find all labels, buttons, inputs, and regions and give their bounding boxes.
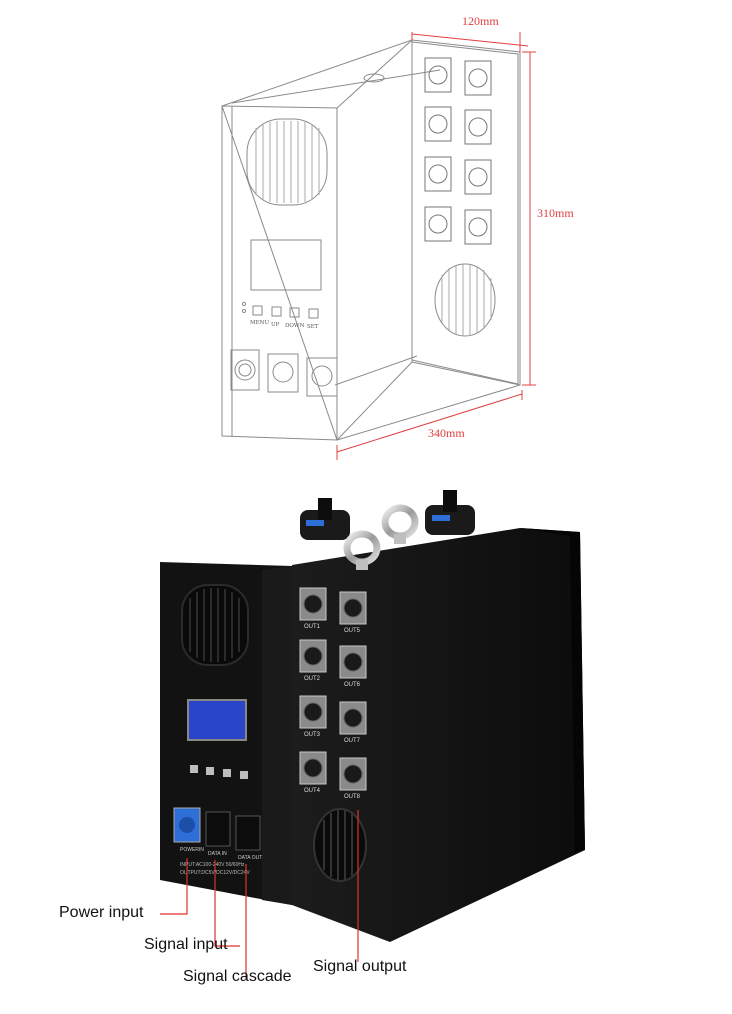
data-in-label: DATA IN bbox=[208, 851, 227, 857]
front-fan-grill bbox=[181, 584, 249, 666]
drawing-side-panel bbox=[411, 41, 519, 385]
drawing-lcd bbox=[250, 239, 322, 291]
xlr-output-label: OUT2 bbox=[304, 676, 321, 682]
drawing-xlr-connector bbox=[424, 206, 452, 242]
lcd-screen bbox=[187, 699, 247, 741]
drawing-xlr-socket bbox=[428, 164, 448, 184]
xlr-socket bbox=[343, 652, 363, 672]
xlr-output-label: OUT1 bbox=[304, 624, 321, 630]
data-in-connector bbox=[205, 811, 231, 847]
drawing-button-label: MENU bbox=[250, 320, 269, 326]
xlr-output-label: OUT5 bbox=[344, 628, 361, 634]
drawing-xlr-outputs bbox=[424, 57, 492, 245]
callout-lines bbox=[160, 810, 359, 979]
xlr-socket bbox=[303, 594, 323, 614]
drawing-front-fan bbox=[246, 118, 328, 206]
truss-clamp-right bbox=[425, 490, 475, 535]
drawing-xlr-connector bbox=[424, 106, 452, 142]
callout-power-input: Power input bbox=[59, 904, 144, 921]
xlr-output-label: OUT8 bbox=[344, 794, 361, 800]
dimension-length: 340mm bbox=[428, 426, 465, 440]
technical-drawing: 120mm 310mm 340mm MENU UP DOWN SET bbox=[221, 14, 574, 460]
drawing-xlr-socket bbox=[468, 167, 488, 187]
drawing-xlr-connector bbox=[464, 159, 492, 195]
drawing-power-connector bbox=[230, 349, 260, 391]
xlr-output-label: OUT3 bbox=[304, 732, 321, 738]
drawing-button-label: UP bbox=[271, 322, 280, 328]
drawing-data-out-connector bbox=[306, 357, 338, 397]
xlr-socket bbox=[343, 764, 363, 784]
panel-buttons bbox=[190, 765, 248, 779]
drawing-xlr-socket bbox=[428, 214, 448, 234]
drawing-xlr-connector bbox=[464, 60, 492, 96]
callout-signal-input: Signal input bbox=[144, 936, 228, 953]
drawing-back-box bbox=[221, 39, 521, 441]
callout-signal-cascade: Signal cascade bbox=[183, 968, 292, 985]
xlr-socket bbox=[303, 758, 323, 778]
xlr-socket bbox=[303, 702, 323, 722]
drawing-xlr-socket bbox=[428, 65, 448, 85]
dimension-width: 120mm bbox=[462, 14, 499, 28]
drawing-side-fan bbox=[434, 263, 496, 337]
drawing-xlr-connector bbox=[424, 156, 452, 192]
truss-clamp-left bbox=[300, 498, 350, 540]
data-out-label: DATA OUT bbox=[238, 855, 262, 861]
xlr-socket bbox=[343, 708, 363, 728]
dimension-height: 310mm bbox=[537, 206, 574, 220]
drawing-xlr-socket bbox=[468, 117, 488, 137]
drawing-button-label: DOWN bbox=[285, 323, 305, 329]
drawing-xlr-socket bbox=[428, 114, 448, 134]
xlr-output-label: OUT4 bbox=[304, 788, 321, 794]
xlr-output-label: OUT6 bbox=[344, 682, 361, 688]
data-out-connector bbox=[235, 815, 261, 851]
drawing-xlr-connector bbox=[424, 57, 452, 93]
xlr-socket bbox=[303, 646, 323, 666]
side-fan-grill bbox=[313, 808, 367, 882]
spec-input: INPUT:AC100-240V 50/60Hz bbox=[180, 862, 245, 868]
xlr-output-label: OUT7 bbox=[344, 738, 361, 744]
product-photo: POWERIN DATA IN DATA OUT INPUT:AC100-240… bbox=[160, 490, 585, 979]
xlr-socket bbox=[343, 598, 363, 618]
drawing-xlr-connector bbox=[464, 109, 492, 145]
drawing-button-label: SET bbox=[307, 324, 319, 330]
drawing-xlr-socket bbox=[468, 68, 488, 88]
drawing-data-in-connector bbox=[267, 353, 299, 393]
drawing-xlr-socket bbox=[468, 217, 488, 237]
callout-signal-output: Signal output bbox=[313, 958, 407, 975]
power-in-label: POWERIN bbox=[180, 847, 204, 853]
drawing-xlr-connector bbox=[464, 209, 492, 245]
